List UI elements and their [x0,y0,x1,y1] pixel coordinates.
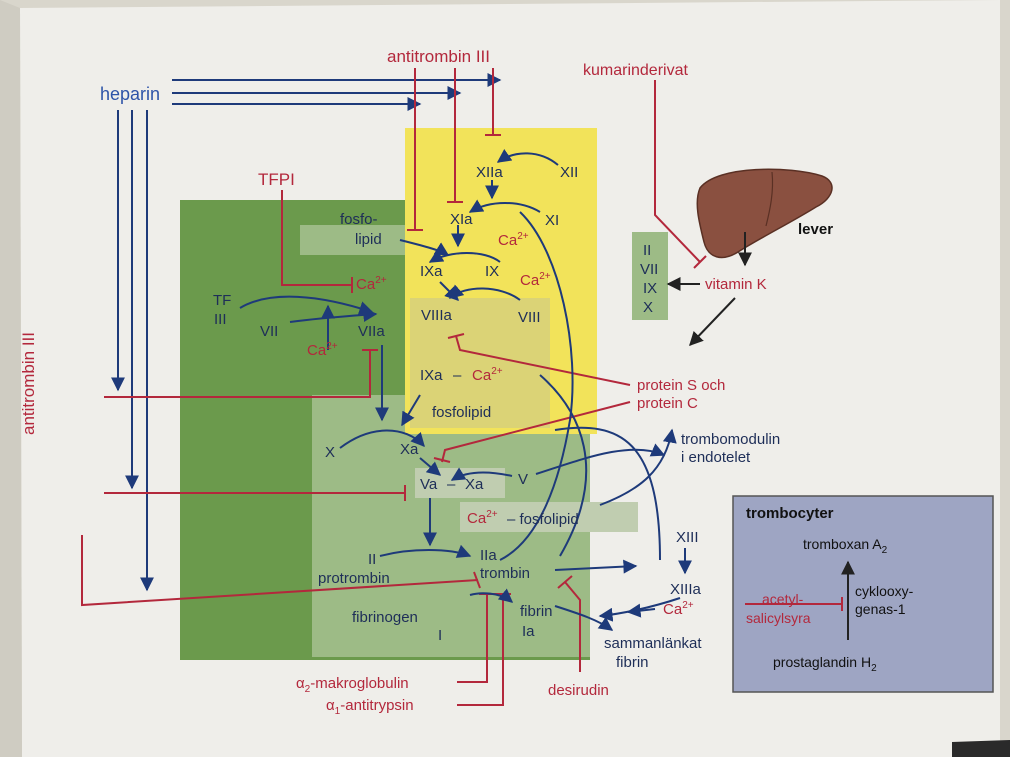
tromboxan-label: tromboxan A2 [803,536,888,556]
prostaglandin-label: prostaglandin H2 [773,654,877,674]
factor-vii: VII [640,261,659,278]
heparin-label: heparin [100,84,161,104]
factor-ixa: IXa [420,263,443,280]
factor-ia: Ia [522,623,535,640]
factor-iia: IIa [480,547,497,564]
factor-xii: XII [560,164,579,181]
antitrombin-left-label: antitrombin III [19,332,38,435]
factor-ix: IX [643,280,658,297]
factor-x-common: X [325,444,336,461]
acetylsalicylsyra-label-a: acetyl- [762,591,804,607]
protein-s-label: protein S och [637,377,726,394]
kumarin-label: kumarinderivat [583,62,688,79]
factor-xia: XIa [450,211,473,228]
calcium-1: Ca2+ [498,231,529,249]
factor-v: V [518,471,529,488]
dash-1: – [453,367,462,384]
factor-xa-complex: Xa [465,476,484,493]
tfpi-label: TFPI [258,170,295,189]
calcium-6: Ca2+ [467,509,498,527]
factor-ix-intrinsic: IX [485,263,500,280]
antitrombin-top-label: antitrombin III [387,47,490,66]
fibrin-crosslinked-label: fibrin [616,654,649,671]
fosfolipid-ixa: fosfolipid [432,404,492,421]
fosfolipid-xa: – fosfolipid [507,511,579,528]
alpha1-antitrypsin-label: α1-antitrypsin [326,697,414,717]
fosfolipid-label-b: lipid [355,231,382,248]
fibrin-label: fibrin [520,603,553,620]
fosfolipid-label-a: fosfo- [340,211,378,228]
factor-tf: TF [213,292,232,309]
protein-c-label: protein C [637,395,698,412]
calcium-2: Ca2+ [520,271,551,289]
factor-viia: VIIa [358,323,385,340]
factor-viii: VIII [518,309,541,326]
fibrinogen-label: fibrinogen [352,609,418,626]
calcium-5: Ca2+ [307,341,338,359]
protrombin-label: protrombin [318,570,390,587]
calcium-4: Ca2+ [356,275,387,293]
factor-ii-common: II [368,551,377,568]
cyklooxygenas-label-b: genas-1 [855,601,906,617]
factor-ii: II [643,242,652,259]
factor-iii: III [214,311,227,328]
acetylsalicylsyra-label-b: salicylsyra [746,610,811,626]
liver-icon [696,168,833,259]
factor-va: Va [420,476,438,493]
trombin-label: trombin [480,565,531,582]
factor-vii-ext: VII [260,323,279,340]
factor-viiia: VIIIa [421,307,452,324]
lever-label: lever [798,221,834,238]
factor-x: X [643,299,654,316]
trombocyter-box [732,495,994,693]
trombomodulin-label: trombomodulin [681,431,781,448]
factor-ixa-complex: IXa [420,367,443,384]
factor-i: I [438,627,443,644]
dash-2: – [447,476,456,493]
cyklooxygenas-label-a: cyklooxy- [855,583,914,599]
trombocyter-title: trombocyter [746,505,834,522]
alpha2-makroglobulin-label: α2-makroglobulin [296,675,409,695]
desirudin-label: desirudin [548,682,609,699]
vitamin-k-factors-box [632,232,668,320]
factor-xiiia: XIIIa [670,581,701,598]
vitamin-k-label: vitamin K [705,276,767,293]
factor-xa: Xa [400,441,419,458]
factor-xiii: XIII [676,529,699,546]
sammanlankat-label: sammanlänkat [604,635,702,652]
calcium-3: Ca2+ [472,366,503,384]
factor-xi: XI [545,212,560,229]
calcium-7: Ca2+ [663,600,694,618]
factor-xiia: XIIa [476,164,503,181]
endotelet-label: i endotelet [681,449,751,466]
